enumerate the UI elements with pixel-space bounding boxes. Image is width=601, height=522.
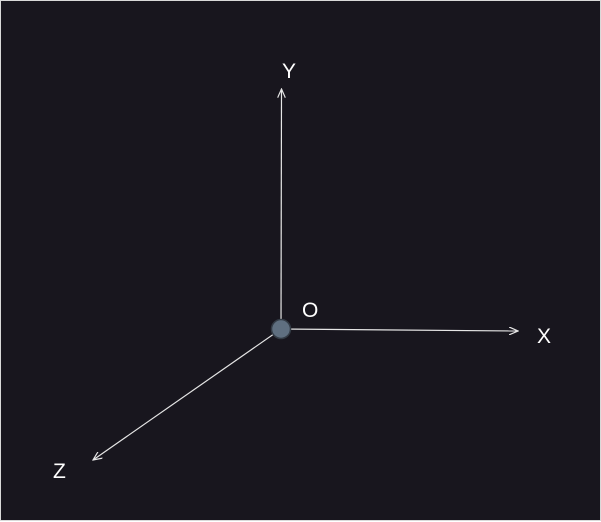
- origin-label: O: [302, 299, 318, 322]
- x-axis-arrow: [280, 329, 518, 331]
- y-axis-arrow: [281, 89, 282, 330]
- z-axis-label: Z: [53, 460, 66, 483]
- z-axis-arrow: [93, 328, 282, 460]
- origin-point: [270, 318, 292, 340]
- y-axis-label: Y: [282, 60, 296, 83]
- x-axis-label: X: [537, 325, 551, 348]
